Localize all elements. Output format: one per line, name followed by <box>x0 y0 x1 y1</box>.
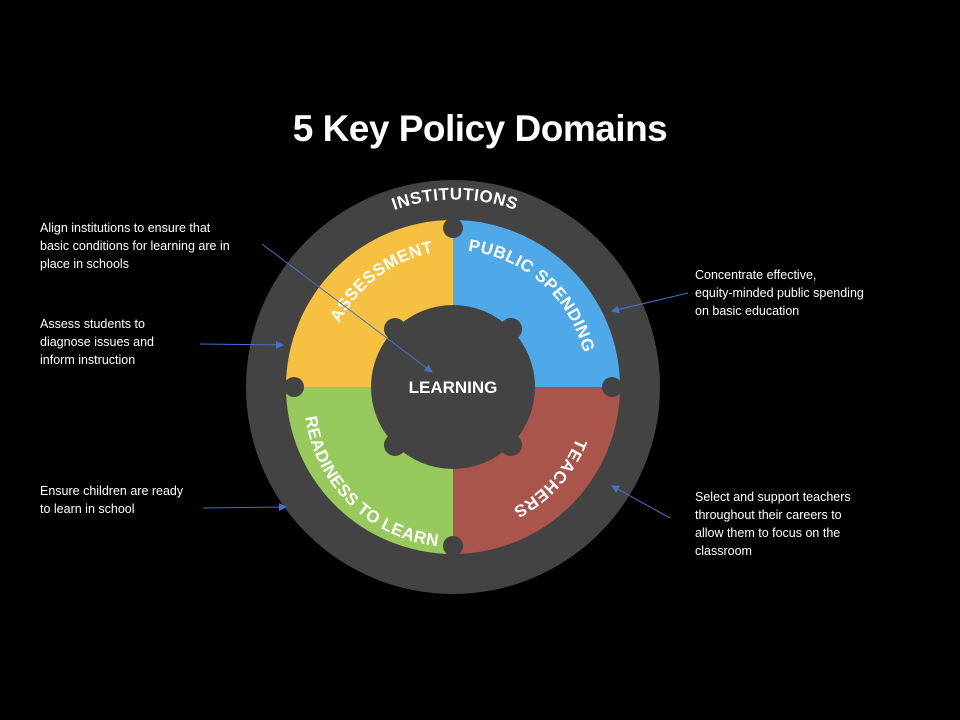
page-title: 5 Key Policy Domains <box>292 108 668 149</box>
segment-teachers <box>453 387 620 554</box>
note-line: basic conditions for learning are in <box>40 239 230 253</box>
note-public-spending: Concentrate effective, equity-minded pub… <box>695 266 864 320</box>
center-label: LEARNING <box>409 378 498 397</box>
note-line: Ensure children are ready <box>40 484 184 498</box>
note-assessment: Assess students to diagnose issues and i… <box>40 315 154 369</box>
note-line: place in schools <box>40 257 129 271</box>
note-line: equity-minded public spending <box>695 286 864 300</box>
note-line: throughout their careers to <box>695 508 842 522</box>
note-line: inform instruction <box>40 353 136 367</box>
note-line: Assess students to <box>40 317 145 331</box>
puzzle-knob <box>284 377 304 397</box>
arrow-assessment <box>199 340 284 349</box>
note-institutions: Align institutions to ensure that basic … <box>40 219 230 273</box>
note-line: Concentrate effective, <box>695 268 817 282</box>
segment-assessment <box>286 220 453 387</box>
arrow-readiness <box>202 503 287 512</box>
segment-readiness <box>286 387 453 554</box>
note-line: Align institutions to ensure that <box>40 221 211 235</box>
note-teachers: Select and support teachers throughout t… <box>695 488 851 560</box>
note-line: on basic education <box>695 304 800 318</box>
arrow-teachers <box>611 485 671 519</box>
arrow-public-spending <box>611 292 689 314</box>
note-line: diagnose issues and <box>40 335 154 349</box>
note-line: Select and support teachers <box>695 490 851 504</box>
note-readiness: Ensure children are ready to learn in sc… <box>40 482 183 518</box>
puzzle-knob <box>443 536 463 556</box>
note-line: to learn in school <box>40 502 135 516</box>
center-hub <box>374 308 532 466</box>
segment-public-spending <box>453 220 620 387</box>
puzzle-knob <box>443 218 463 238</box>
puzzle-knob <box>602 377 622 397</box>
arrow-institutions <box>261 243 433 373</box>
note-line: allow them to focus on the <box>695 526 841 540</box>
note-line: classroom <box>695 544 752 558</box>
